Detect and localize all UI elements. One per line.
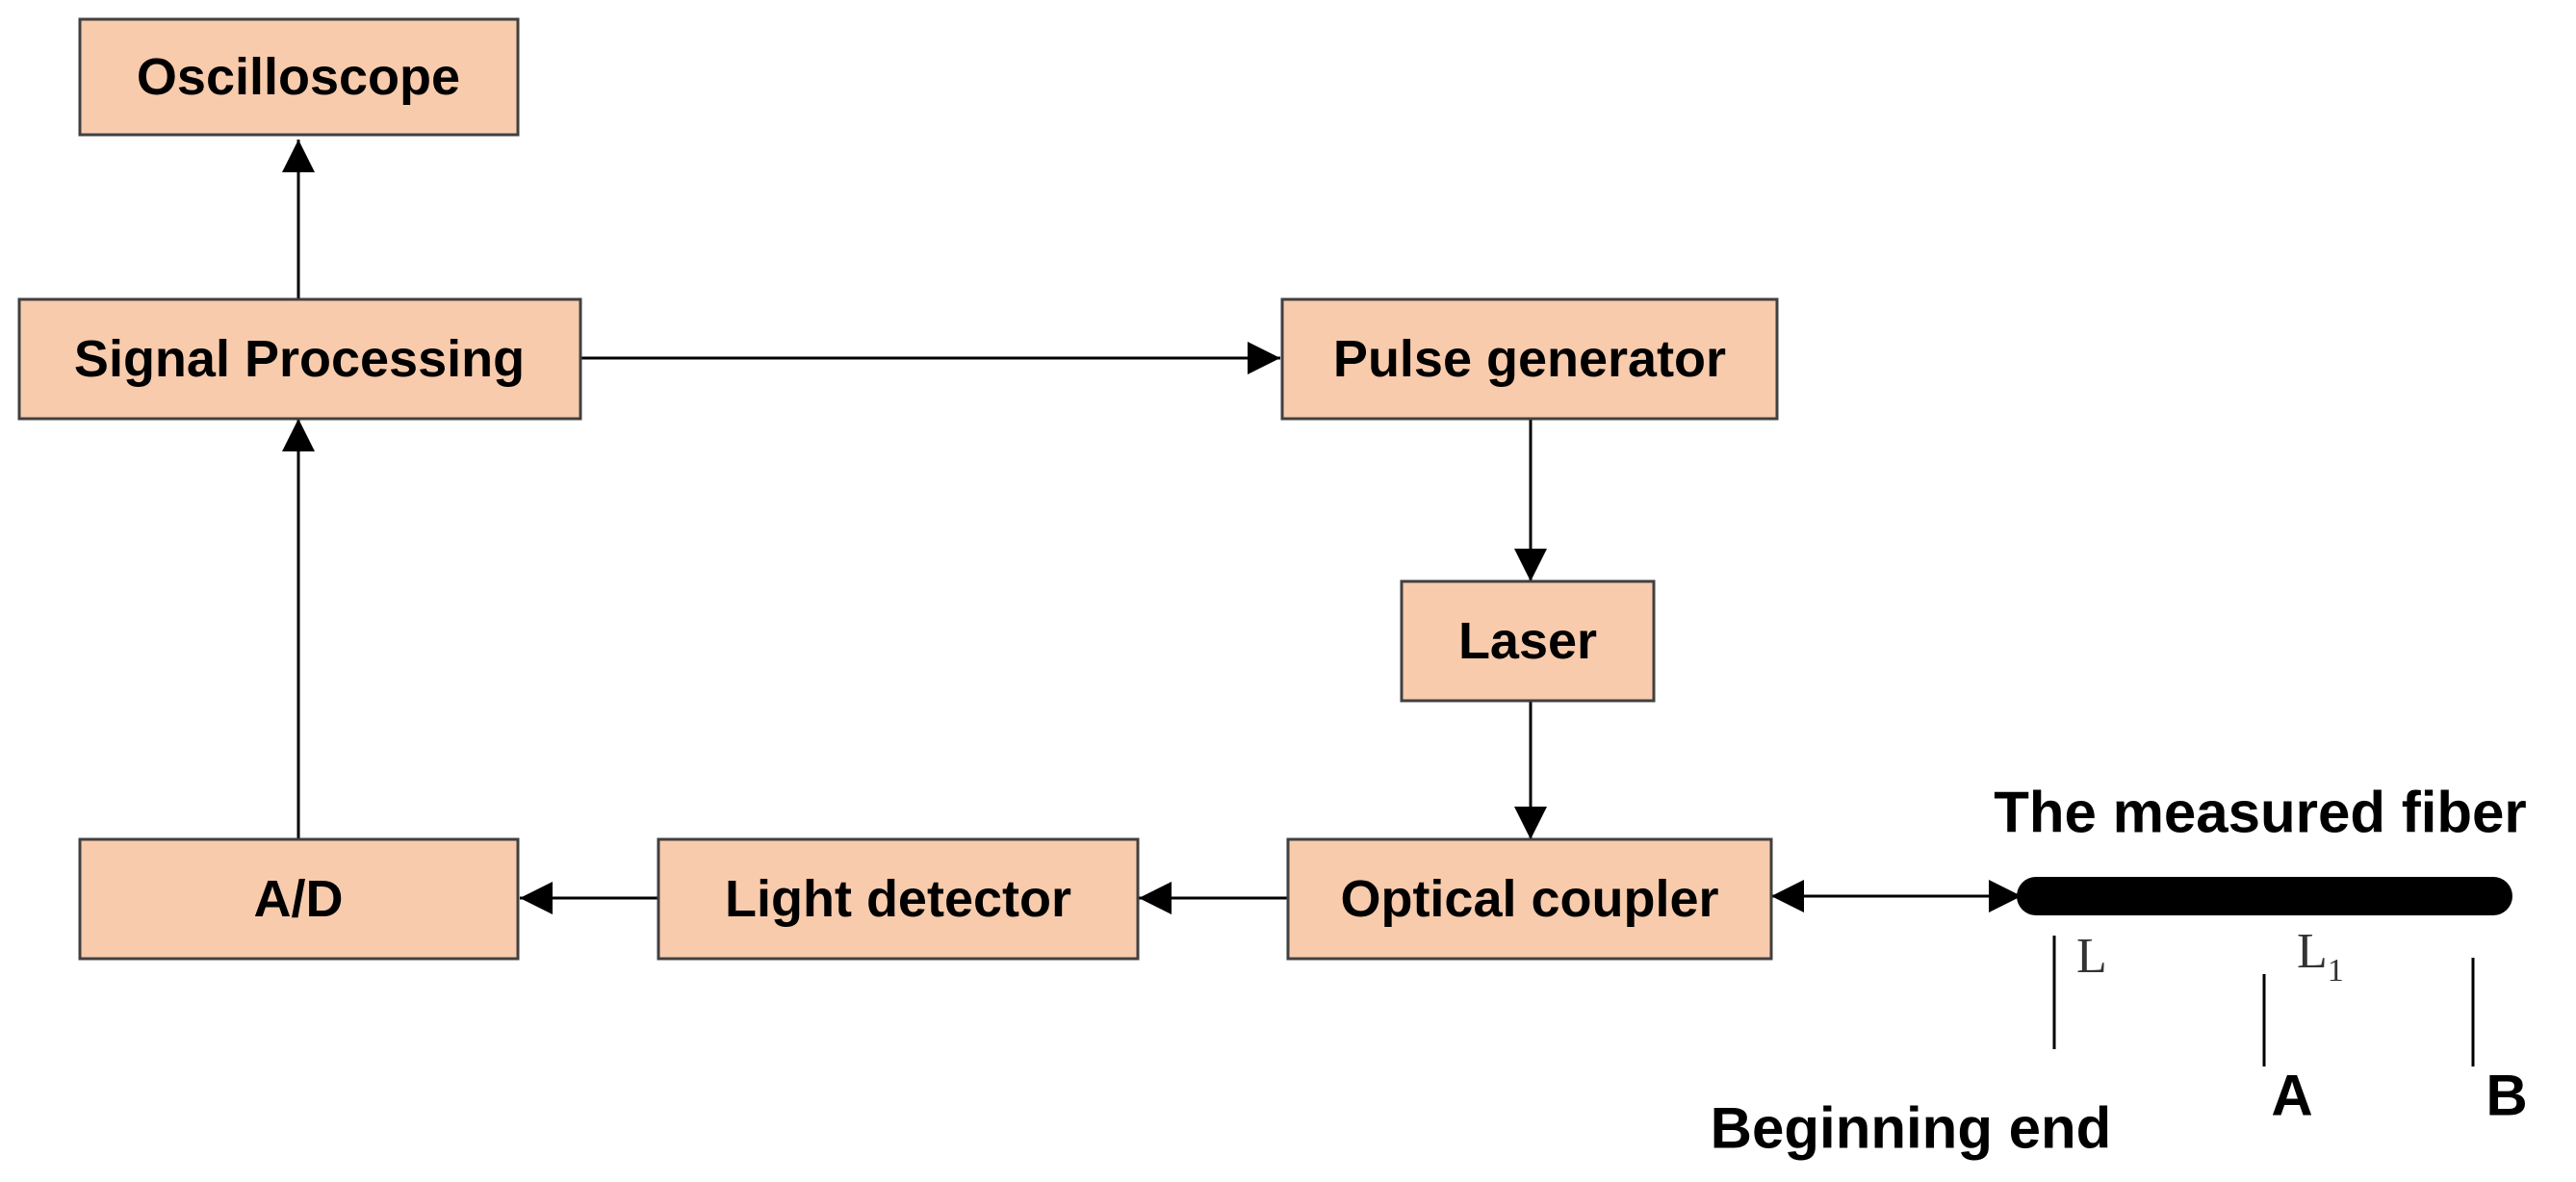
block-signal-processing: Signal Processing: [17, 297, 582, 421]
oscilloscope-label: Oscilloscope: [137, 48, 460, 106]
fiber-title: The measured fiber: [1994, 781, 2527, 845]
marker-label-l1: L1: [2297, 924, 2344, 989]
block-optical-coupler: Optical coupler: [1286, 837, 1773, 961]
optical-coupler-label: Optical coupler: [1340, 870, 1718, 928]
block-light-detector: Light detector: [657, 837, 1140, 961]
block-laser: Laser: [1400, 579, 1656, 703]
marker-label-l: L: [2076, 929, 2107, 984]
light-detector-label: Light detector: [725, 870, 1071, 928]
signal-processing-label: Signal Processing: [74, 330, 525, 388]
point-a-label: A: [2271, 1064, 2312, 1128]
block-oscilloscope: Oscilloscope: [78, 17, 520, 137]
laser-label: Laser: [1458, 612, 1597, 670]
measured-fiber: The measured fiber L L1 Beginning end A …: [1711, 781, 2528, 1161]
block-pulse-generator: Pulse generator: [1280, 297, 1779, 421]
block-ad: A/D: [78, 837, 520, 961]
connectors: [282, 140, 2022, 914]
beginning-end-label: Beginning end: [1711, 1096, 2112, 1161]
pulse-generator-label: Pulse generator: [1333, 330, 1726, 388]
point-b-label: B: [2486, 1064, 2527, 1128]
ad-label: A/D: [254, 870, 344, 928]
